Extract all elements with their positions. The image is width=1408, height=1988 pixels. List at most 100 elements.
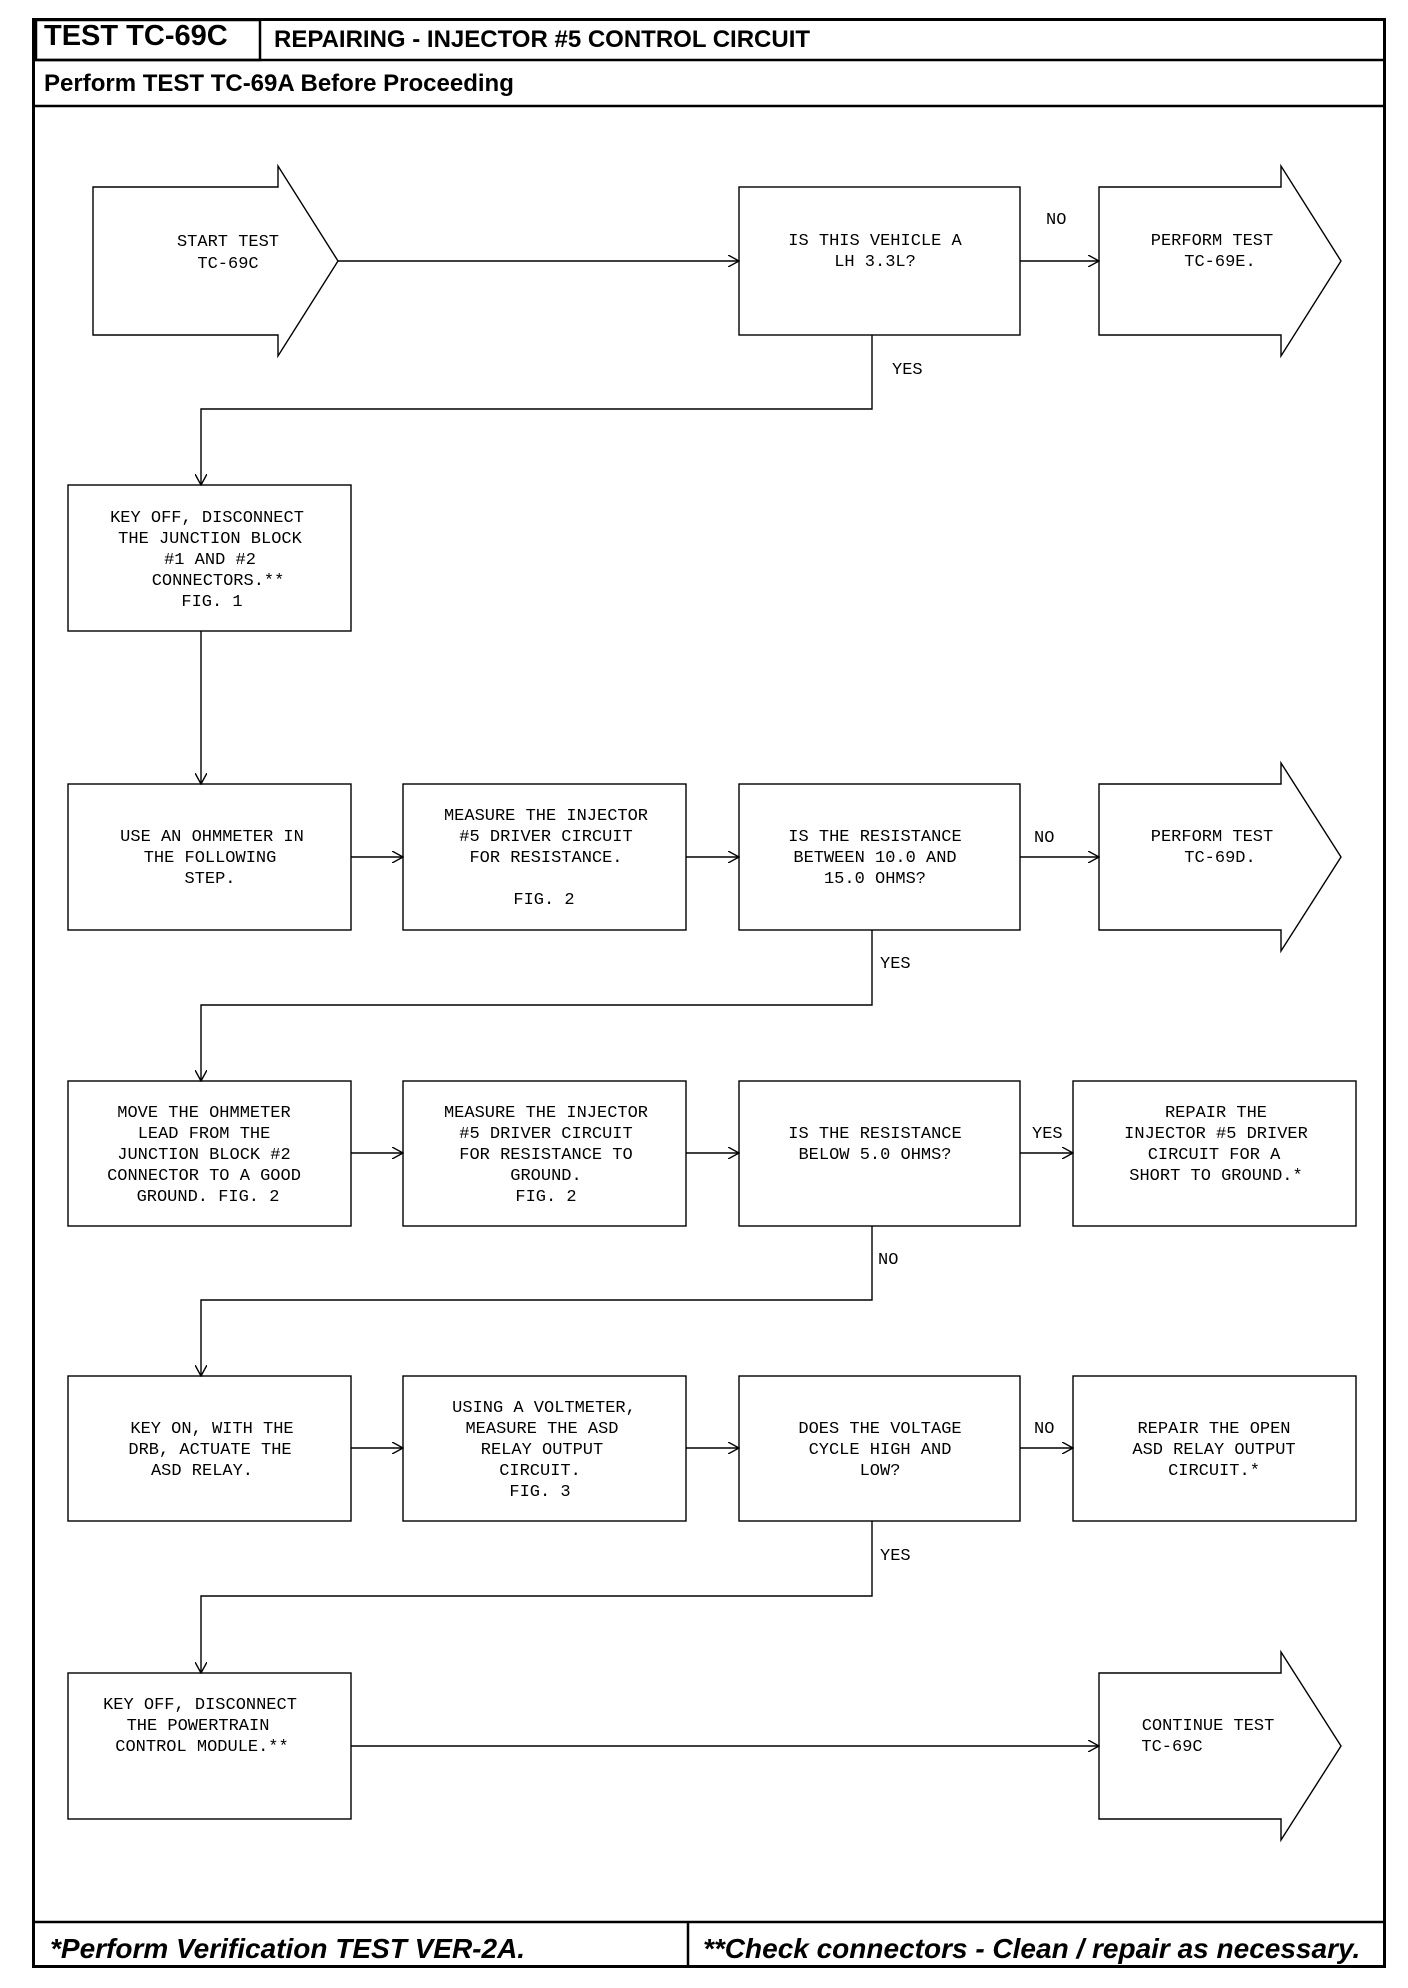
box-line: #1 AND #2 <box>164 551 256 570</box>
box-line: FIG. 2 <box>513 891 574 910</box>
edge-label-yes: YES <box>880 1547 911 1566</box>
connectors <box>201 261 1099 1746</box>
box-line: TC-69C <box>197 255 258 274</box>
decision-resistance-range: IS THE RESISTANCE BETWEEN 10.0 AND 15.0 OH… <box>738 783 1021 931</box>
perform-test-69e-arrow: PERFORM TEST TC-69E. <box>1098 163 1342 359</box>
box-line: THE POWERTRAIN <box>127 1717 270 1736</box>
step-key-off-pcm: KEY OFF, DISCONNECT THE POWERTRAIN CONTROL… <box>67 1672 352 1820</box>
box-line: PERFORM TEST <box>1151 828 1273 847</box>
box-line: GROUND. FIG. 2 <box>137 1188 280 1207</box>
box-line: CONNECTOR TO A GOOD <box>107 1167 301 1186</box>
edge-label-no: NO <box>1034 1420 1054 1439</box>
prerequisite-note: Perform TEST TC-69A Before Proceeding <box>44 70 514 97</box>
connector <box>201 1226 873 1376</box>
box-line: IS THE RESISTANCE <box>788 828 961 847</box>
step-repair-open-asd: REPAIR THE OPEN ASD RELAY OUTPUT CIRCUIT.* <box>1072 1375 1357 1522</box>
box-line: MEASURE THE INJECTOR <box>444 807 648 826</box>
edge-label-no: NO <box>1034 829 1054 848</box>
box-line: INJECTOR #5 DRIVER <box>1124 1125 1308 1144</box>
footer-frame <box>33 1920 1385 1966</box>
box-line: ASD RELAY OUTPUT <box>1132 1441 1295 1460</box>
box-line: TC-69E. <box>1184 253 1255 272</box>
box-line: CONNECTORS.** <box>152 572 285 591</box>
box-line: RELAY OUTPUT <box>481 1441 603 1460</box>
start-arrow: START TEST TC-69C <box>92 163 339 359</box>
box-line: KEY ON, WITH THE <box>130 1420 293 1439</box>
edge-label-yes: YES <box>892 361 923 380</box>
box-line: REPAIR THE <box>1165 1104 1267 1123</box>
box-line: 15.0 OHMS? <box>824 870 926 889</box>
box-line: FIG. 1 <box>181 593 242 612</box>
box-line: FIG. 3 <box>509 1483 570 1502</box>
box-line: LEAD FROM THE <box>138 1125 271 1144</box>
box-line: MEASURE THE ASD <box>465 1420 618 1439</box>
box-line: GROUND. <box>510 1167 581 1186</box>
connector <box>201 1521 873 1673</box>
box-line: CIRCUIT FOR A <box>1148 1146 1281 1165</box>
box-line: THE FOLLOWING <box>144 849 277 868</box>
box-line: FOR RESISTANCE TO <box>459 1146 632 1165</box>
step-measure-resistance: MEASURE THE INJECTOR #5 DRIVER CIRCUIT FOR… <box>402 783 687 931</box>
box-line: BETWEEN 10.0 AND <box>793 849 956 868</box>
box-line: MEASURE THE INJECTOR <box>444 1104 648 1123</box>
box-line: FOR RESISTANCE. <box>469 849 622 868</box>
continue-test-arrow: CONTINUE TEST TC-69C <box>1098 1649 1342 1843</box>
box-line: STEP. <box>184 870 235 889</box>
box-line: ASD RELAY. <box>151 1462 253 1481</box>
box-line: CIRCUIT.* <box>1168 1462 1260 1481</box>
page-title: REPAIRING - INJECTOR #5 CONTROL CIRCUIT <box>274 26 811 53</box>
box-line: START TEST <box>177 233 279 252</box>
box-line: CYCLE HIGH AND <box>809 1441 952 1460</box>
edge-label-no: NO <box>1046 211 1066 230</box>
step-use-ohmmeter: USE AN OHMMETER IN THE FOLLOWING STEP. <box>67 783 352 931</box>
svg-text:MEASURE THE INJECTOR#5 DRIVER: MEASURE THE INJECTOR #5 DRIVER CIRCUIT FOR… <box>444 807 648 910</box>
box-line: LOW? <box>860 1462 901 1481</box>
box-line: FIG. 2 <box>515 1188 576 1207</box>
edge-label-no: NO <box>878 1251 898 1270</box>
step-repair-short-to-ground: REPAIR THE INJECTOR #5 DRIVER CIRCUIT FOR … <box>1072 1080 1357 1227</box>
box-line: IS THIS VEHICLE A <box>788 232 962 251</box>
svg-text:MEASURE THE INJECTOR#5 DRIVER: MEASURE THE INJECTOR#5 DRIVER CIRCUITFOR… <box>444 1104 648 1207</box>
box-line: PERFORM TEST <box>1151 232 1273 251</box>
connector <box>201 930 873 1081</box>
flowchart-sheet <box>32 18 1386 1968</box>
box-line: CONTINUE TEST <box>1142 1717 1275 1736</box>
box-line: CIRCUIT. <box>499 1462 581 1481</box>
box-line: DOES THE VOLTAGE <box>798 1420 961 1439</box>
box-line: LH 3.3L? <box>834 253 916 272</box>
decision-voltage-cycle: DOES THE VOLTAGE CYCLE HIGH AND LOW? <box>738 1375 1021 1522</box>
box-line: TC-69C <box>1141 1738 1202 1757</box>
box-line: CONTROL MODULE.** <box>115 1738 288 1757</box>
box-line: REPAIR THE OPEN <box>1137 1420 1290 1439</box>
box-line: KEY OFF, DISCONNECT <box>103 1696 297 1715</box>
connector <box>201 335 873 485</box>
box-line: USE AN OHMMETER IN <box>120 828 304 847</box>
box-line: #5 DRIVER CIRCUIT <box>459 828 632 847</box>
header-frame <box>33 18 1385 108</box>
edge-label-yes: YES <box>1032 1125 1063 1144</box>
box-line: KEY OFF, DISCONNECT <box>110 509 304 528</box>
test-id: TEST TC-69C <box>44 20 228 52</box>
box-line: JUNCTION BLOCK #2 <box>117 1146 290 1165</box>
svg-text:IS THIS VEHICLE ALH 3.3L?: IS THIS VEHICLE A LH 3.3L? <box>788 232 962 272</box>
